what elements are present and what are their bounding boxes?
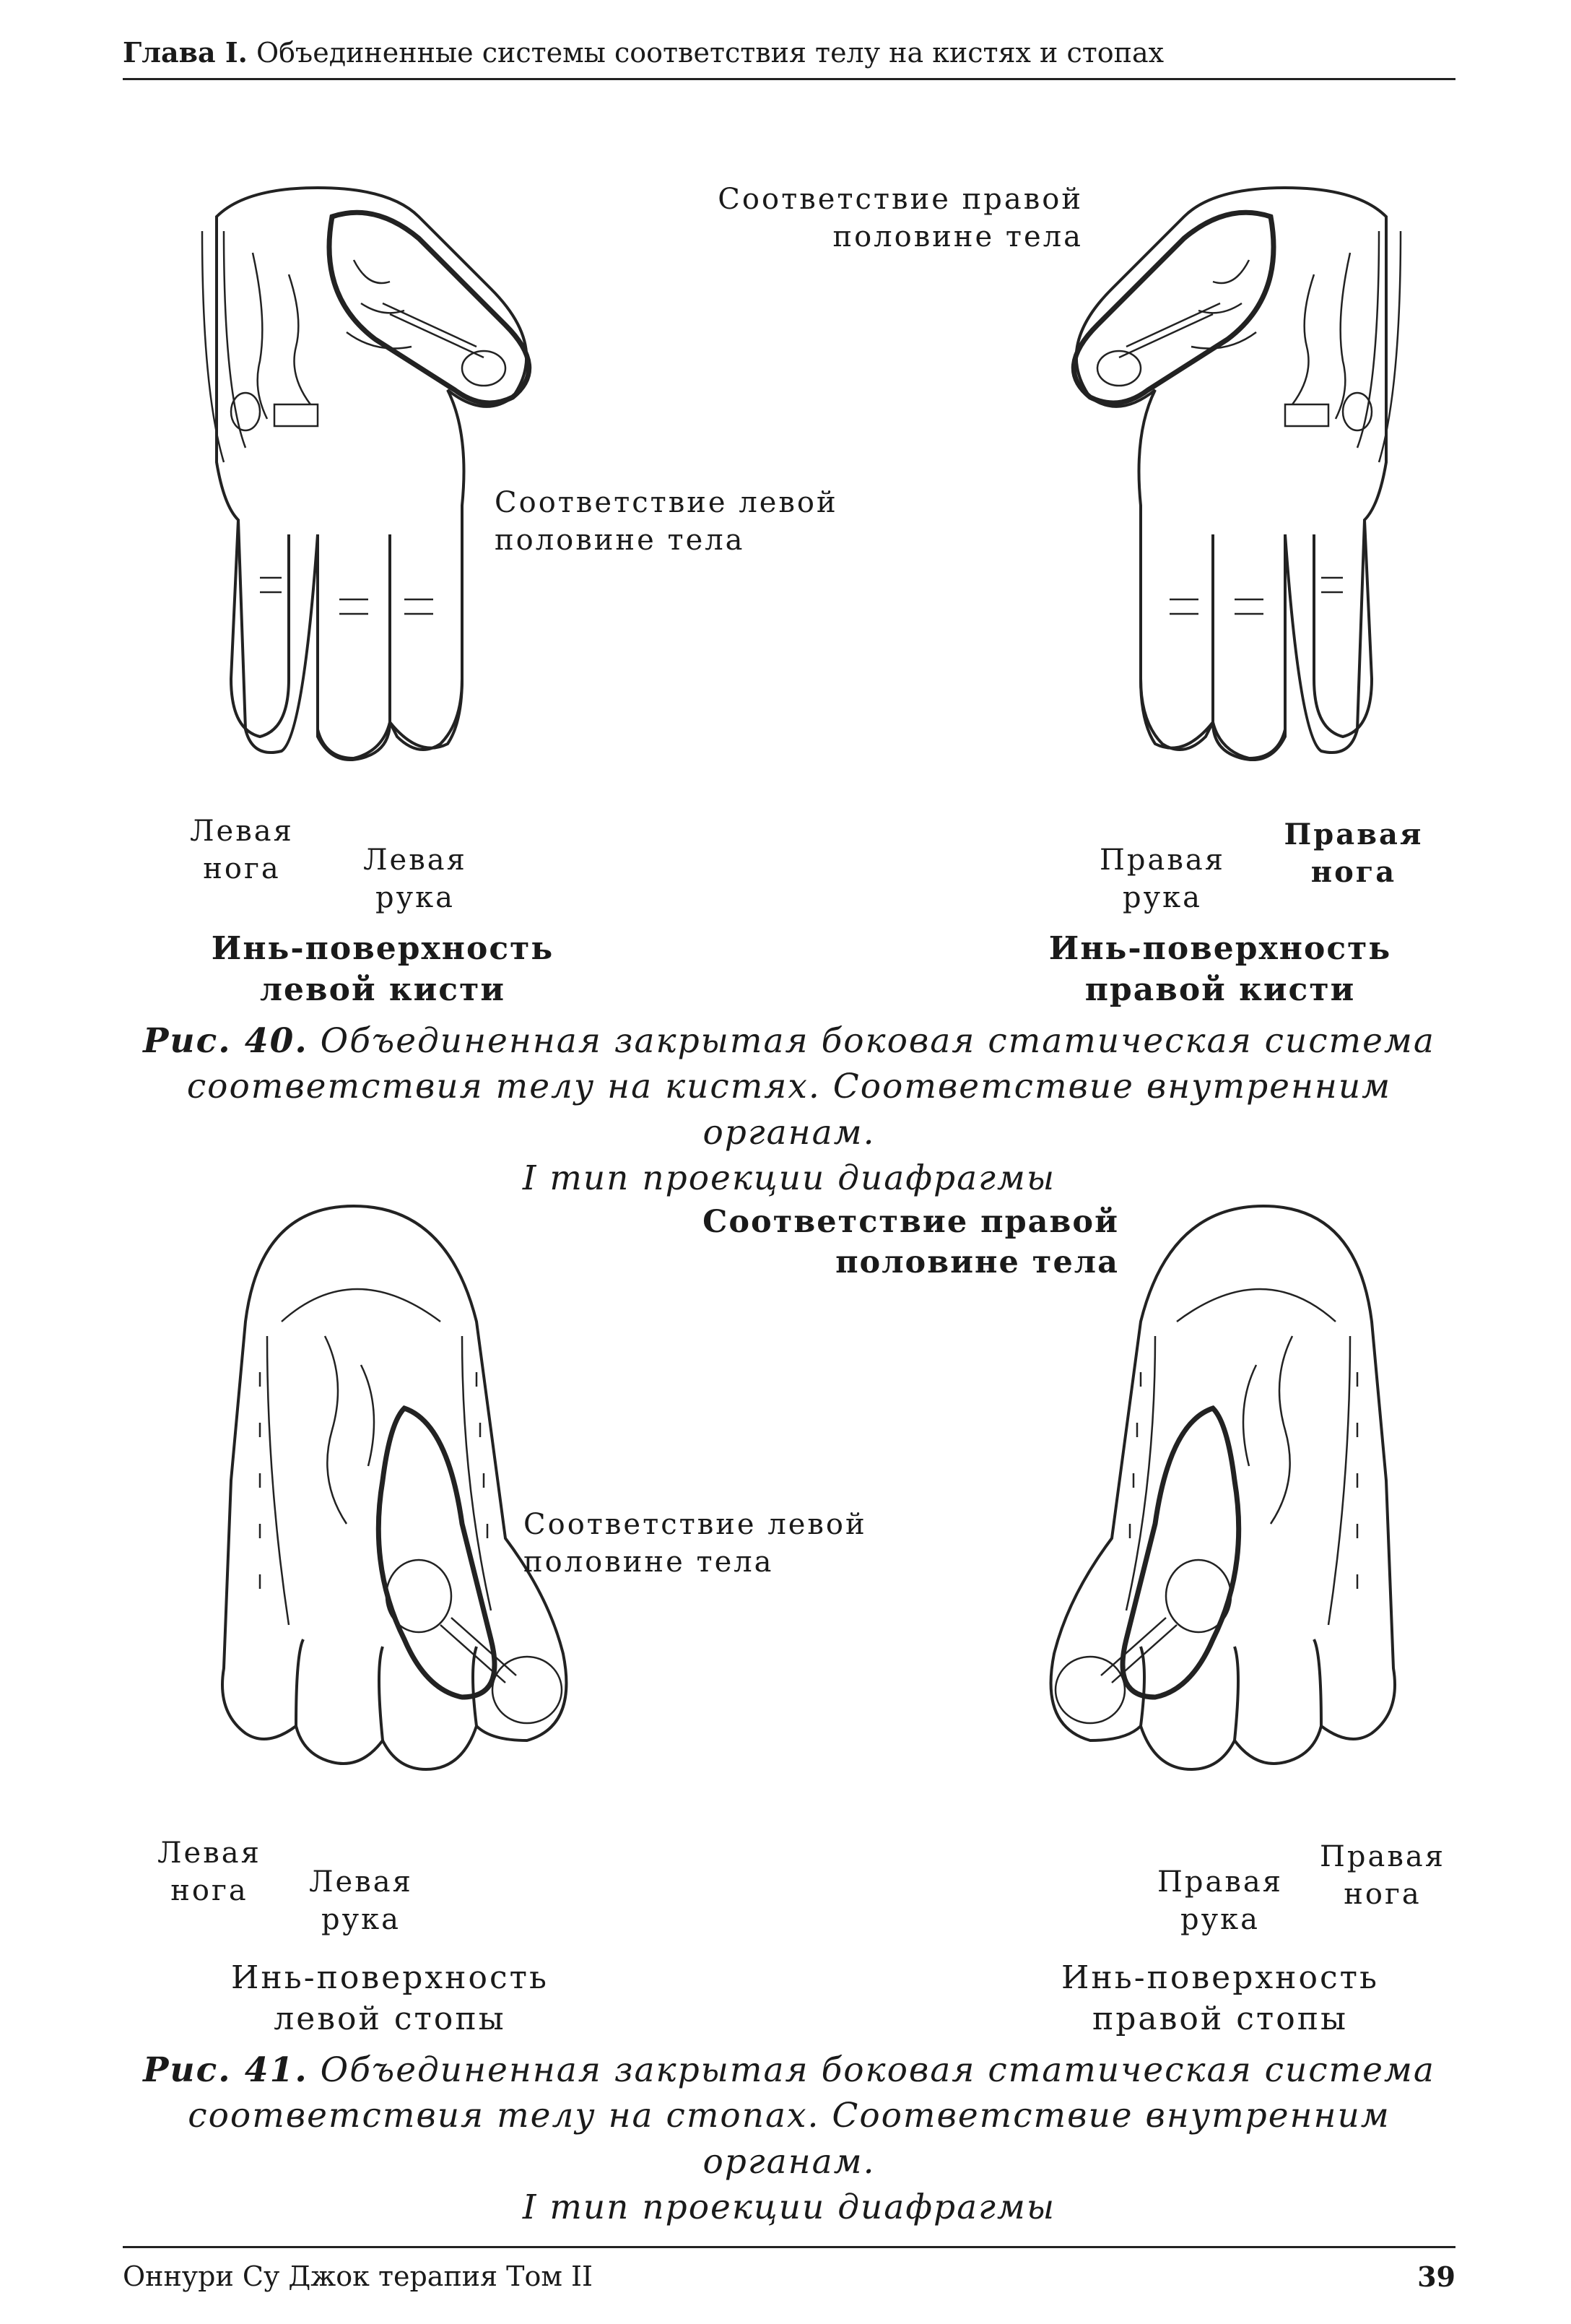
left-foot-illustration: [221, 1204, 568, 1772]
fig40-left-arm-label: Левая рука: [363, 844, 467, 914]
fig40-caption-number: Рис. 40.: [143, 1021, 308, 1061]
right-hand-illustration: [1071, 186, 1402, 761]
fig40-left-surface-label: Инь-поверхность левой кисти: [211, 930, 554, 1009]
left-hand-illustration: [201, 186, 532, 761]
fig41-left-half-label: Соответствие левой половине тела: [523, 1508, 867, 1579]
right-foot-illustration: [1049, 1204, 1396, 1772]
fig40-right-surface-label: Инь-поверхность правой кисти: [1048, 930, 1392, 1009]
fig41-right-half-label: Соответствие правой половине тела: [702, 1204, 1119, 1280]
running-header: Глава I. Объединенные системы соответств…: [123, 36, 1164, 69]
header-rule: [123, 78, 1455, 80]
chapter-number: Глава I.: [123, 36, 248, 69]
fig41-right-arm-label: Правая рука: [1157, 1865, 1283, 1936]
fig40-right-arm-label: Правая рука: [1100, 844, 1225, 914]
fig40-left-leg-label: Левая нога: [190, 815, 294, 885]
fig40-right-leg-label: Правая нога: [1284, 818, 1424, 889]
fig41-left-surface-label: Инь-поверхность левой стопы: [231, 1959, 549, 2038]
fig41-caption-number: Рис. 41.: [143, 2050, 308, 2090]
fig41-caption: Рис. 41. Объединенная закрытая боковая с…: [143, 2050, 1435, 2228]
fig41-left-leg-label: Левая нога: [157, 1837, 261, 1907]
fig41-right-leg-label: Правая нога: [1320, 1840, 1445, 1911]
footer-rule: [123, 2246, 1455, 2248]
chapter-title: Объединенные системы соответствия телу н…: [256, 37, 1165, 69]
fig40-right-half-label: Соответствие правой половине тела: [718, 183, 1083, 253]
page-number: 39: [1417, 2260, 1455, 2293]
fig41-right-surface-label: Инь-поверхность правой стопы: [1061, 1959, 1379, 2038]
footer-book-title: Оннури Су Джок терапия Том II: [123, 2260, 593, 2292]
fig41-left-arm-label: Левая рука: [309, 1865, 413, 1936]
fig40-left-half-label: Соответствие левой половине тела: [495, 486, 838, 557]
fig40-caption: Рис. 40. Объединенная закрытая боковая с…: [143, 1021, 1435, 1199]
